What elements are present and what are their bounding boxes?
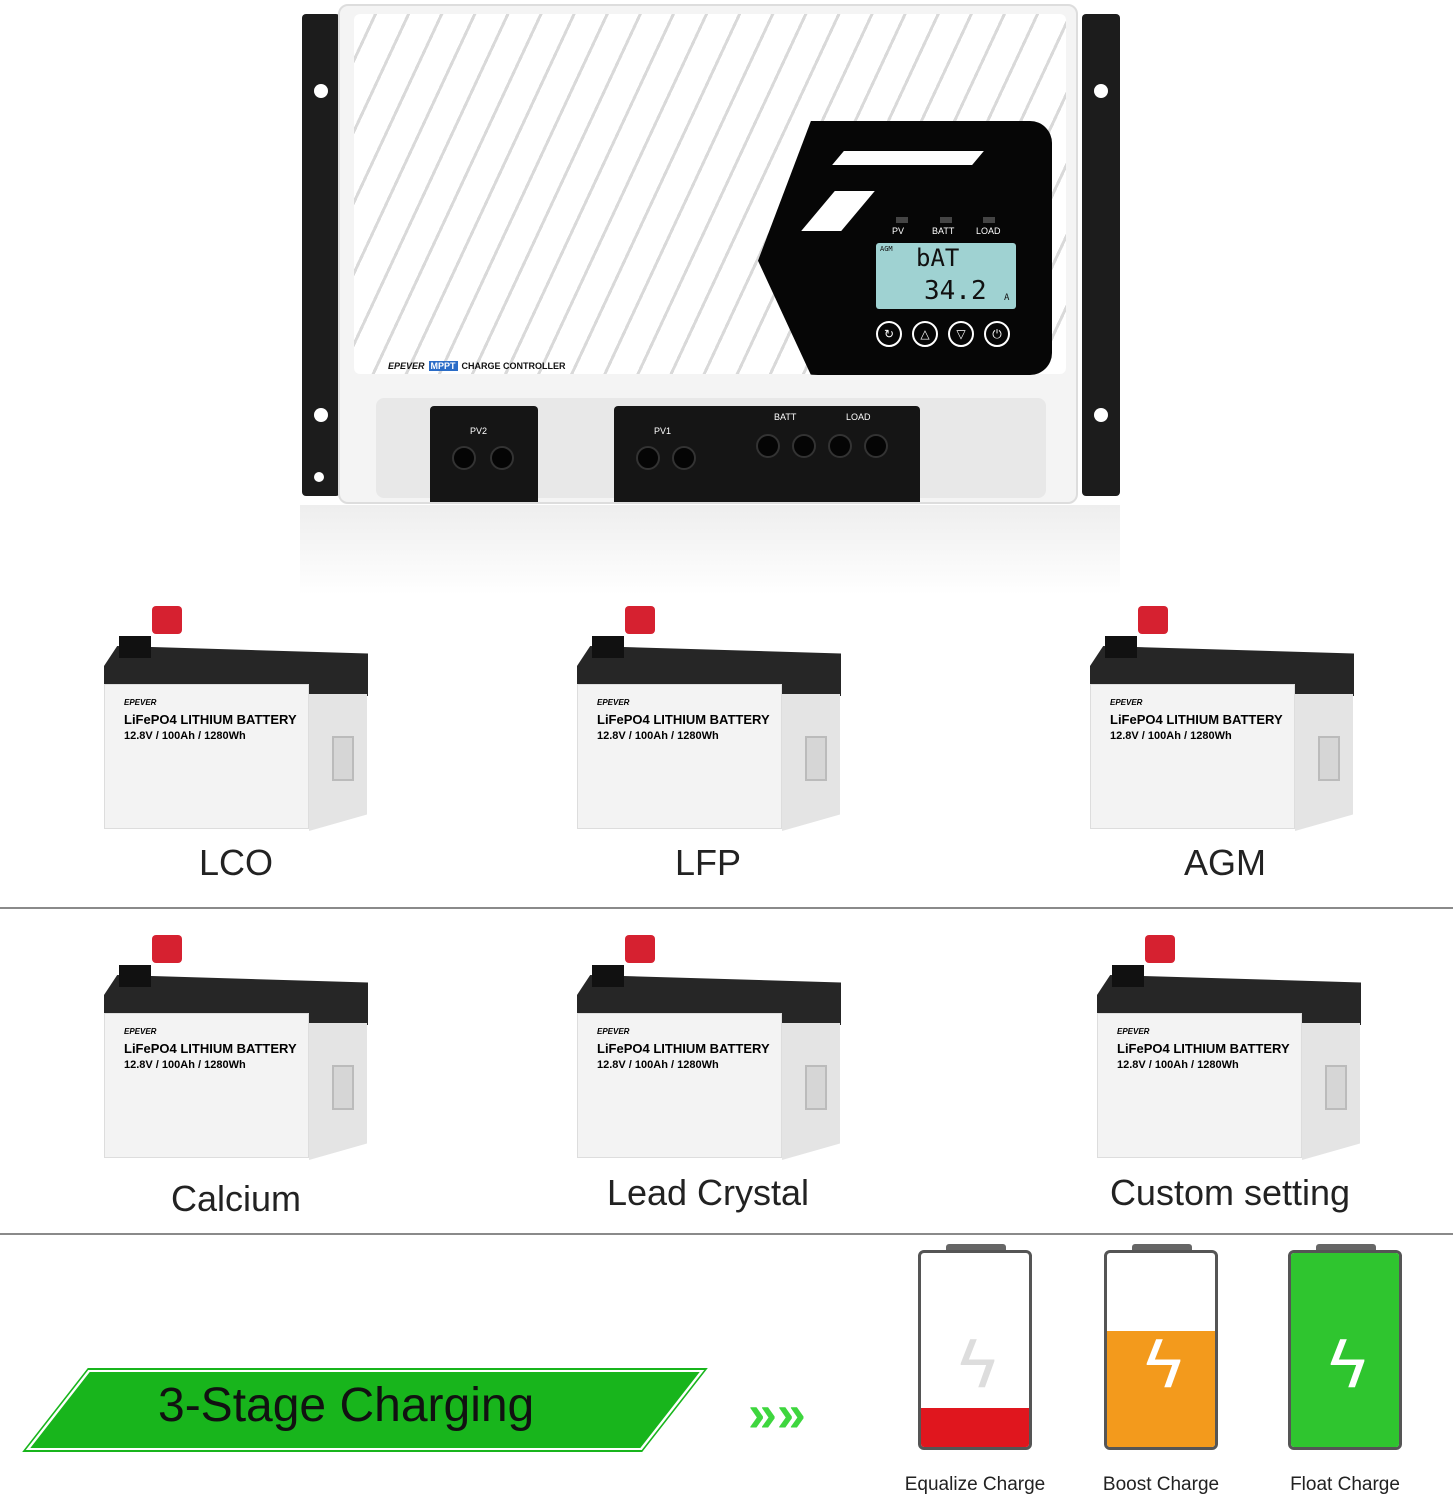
- lightning-icon: ϟ: [1329, 1324, 1367, 1402]
- stage-label: Float Charge: [1290, 1474, 1400, 1495]
- lcd-display: AGM bAT 34.2 A: [876, 243, 1016, 309]
- battery-image: EPEVER LiFePO4 LITHIUM BATTERY 12.8V / 1…: [1090, 606, 1354, 831]
- battery-level-icon: ϟ: [1288, 1250, 1402, 1450]
- lightning-icon: ϟ: [1145, 1324, 1183, 1402]
- battery-type-label: LFP: [674, 842, 742, 883]
- charge-controller: PV BATT LOAD AGM bAT 34.2 A ↻ △ ▽ ⏻ EPEV…: [338, 4, 1078, 504]
- battery-type-label: Lead Crystal: [606, 1172, 810, 1213]
- battery-cap: [1316, 1244, 1376, 1254]
- battery-terminal-red: [152, 935, 182, 963]
- stage-label: Equalize Charge: [904, 1474, 1046, 1495]
- load-indicator-label: LOAD: [976, 226, 1001, 236]
- battery-spec: 12.8V / 100Ah / 1280Wh: [124, 1059, 246, 1071]
- battery-type-label: LCO: [198, 842, 274, 883]
- battery-terminal-red: [1138, 606, 1168, 634]
- battery-cap: [946, 1244, 1006, 1254]
- pv2-label: PV2: [470, 426, 488, 436]
- battery-brand: EPEVER: [597, 1027, 630, 1036]
- battery-terminal-red: [625, 935, 655, 963]
- lcd-mode: AGM: [880, 245, 893, 253]
- battery-model: LiFePO4 LITHIUM BATTERY: [124, 1041, 297, 1056]
- battery-terminal-red: [1145, 935, 1175, 963]
- battery-type-label: Custom setting: [1109, 1172, 1351, 1213]
- arrow-right-icon: »»: [748, 1385, 806, 1443]
- battery-terminal-red: [625, 606, 655, 634]
- battery-spec: 12.8V / 100Ah / 1280Wh: [597, 1059, 719, 1071]
- pv2-terminal: PV2: [430, 406, 538, 502]
- battery-brand: EPEVER: [1117, 1027, 1150, 1036]
- battery-level-icon: ϟ: [918, 1250, 1032, 1450]
- battery-brand: EPEVER: [124, 1027, 157, 1036]
- power-gear-icon[interactable]: ⏻: [984, 321, 1010, 347]
- charging-title: 3-Stage Charging: [158, 1379, 535, 1432]
- lcd-unit: A: [1004, 293, 1010, 303]
- battery-spec: 12.8V / 100Ah / 1280Wh: [124, 730, 246, 742]
- battery-spec: 12.8V / 100Ah / 1280Wh: [1110, 730, 1232, 742]
- charge-fill: [1107, 1330, 1215, 1447]
- battery-image: EPEVER LiFePO4 LITHIUM BATTERY 12.8V / 1…: [577, 606, 841, 831]
- controller-brand: EPEVER MPPT CHARGE CONTROLLER: [388, 361, 566, 371]
- pv-indicator-label: PV: [892, 226, 905, 236]
- battery-model: LiFePO4 LITHIUM BATTERY: [124, 712, 297, 727]
- battery-type-label: Calcium: [170, 1178, 302, 1219]
- battery-model: LiFePO4 LITHIUM BATTERY: [597, 1041, 770, 1056]
- battery-image: EPEVER LiFePO4 LITHIUM BATTERY 12.8V / 1…: [577, 935, 841, 1160]
- battery-model: LiFePO4 LITHIUM BATTERY: [597, 712, 770, 727]
- up-icon[interactable]: △: [912, 321, 938, 347]
- right-mounting-bracket: [1082, 14, 1120, 496]
- stage-label: Boost Charge: [1102, 1474, 1220, 1495]
- battery-spec: 12.8V / 100Ah / 1280Wh: [1117, 1059, 1239, 1071]
- lightning-icon: ϟ: [959, 1324, 997, 1402]
- battery-terminal-red: [152, 606, 182, 634]
- battery-level-icon: ϟ: [1104, 1250, 1218, 1450]
- battery-brand: EPEVER: [597, 698, 630, 707]
- charge-fill: [921, 1408, 1029, 1447]
- pv-batt-load-terminal: PV1 BATT LOAD: [614, 406, 920, 502]
- batt-indicator-label: BATT: [932, 226, 955, 236]
- lcd-line1: bAT: [916, 244, 960, 272]
- battery-type-label: AGM: [1183, 842, 1266, 883]
- battery-brand: EPEVER: [1110, 698, 1143, 707]
- battery-cap: [1132, 1244, 1192, 1254]
- reflection: [300, 505, 1120, 595]
- battery-brand: EPEVER: [124, 698, 157, 707]
- row-divider: [0, 907, 1453, 909]
- battery-image: EPEVER LiFePO4 LITHIUM BATTERY 12.8V / 1…: [1097, 935, 1361, 1160]
- load-label: LOAD: [846, 412, 871, 422]
- mppt-badge: MPPT: [428, 361, 458, 371]
- batt-label: BATT: [774, 412, 797, 422]
- left-mounting-bracket: [302, 14, 340, 496]
- control-panel: PV BATT LOAD AGM bAT 34.2 A ↻ △ ▽ ⏻: [758, 121, 1052, 375]
- brand-logo: EPEVER: [388, 361, 425, 371]
- lcd-line2: 34.2: [924, 276, 987, 306]
- battery-model: LiFePO4 LITHIUM BATTERY: [1117, 1041, 1290, 1056]
- charge-fill: [1291, 1253, 1399, 1447]
- battery-spec: 12.8V / 100Ah / 1280Wh: [597, 730, 719, 742]
- row-divider: [0, 1233, 1453, 1235]
- battery-model: LiFePO4 LITHIUM BATTERY: [1110, 712, 1283, 727]
- pv1-label: PV1: [654, 426, 672, 436]
- return-icon[interactable]: ↻: [876, 321, 902, 347]
- battery-image: EPEVER LiFePO4 LITHIUM BATTERY 12.8V / 1…: [104, 606, 368, 831]
- product-name: CHARGE CONTROLLER: [461, 361, 566, 371]
- down-icon[interactable]: ▽: [948, 321, 974, 347]
- battery-image: EPEVER LiFePO4 LITHIUM BATTERY 12.8V / 1…: [104, 935, 368, 1160]
